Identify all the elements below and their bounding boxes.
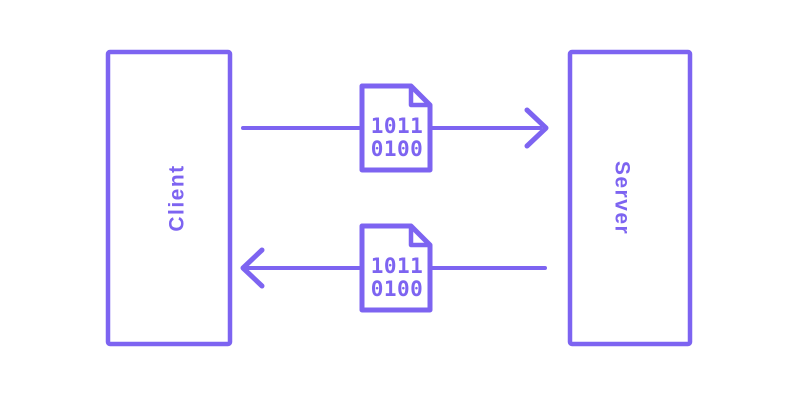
response-binary-line2: 0100 [371, 277, 424, 301]
right-arrowhead-icon [524, 107, 549, 149]
server-node: Server [567, 49, 693, 347]
server-label: Server [611, 161, 634, 235]
client-box [105, 49, 233, 347]
client-label: Client [165, 164, 188, 231]
request-binary-line1: 1011 [371, 114, 424, 138]
left-arrowhead-icon [240, 247, 265, 289]
request-binary-line2: 0100 [371, 137, 424, 161]
response-binary-line1: 1011 [371, 254, 424, 278]
document-fold-corner [408, 84, 432, 108]
document-fold-corner [408, 224, 432, 248]
client-node: Client [105, 49, 233, 347]
server-box [567, 49, 693, 347]
request-document-icon: 1011 0100 [359, 83, 433, 173]
response-document-icon: 1011 0100 [359, 223, 433, 313]
